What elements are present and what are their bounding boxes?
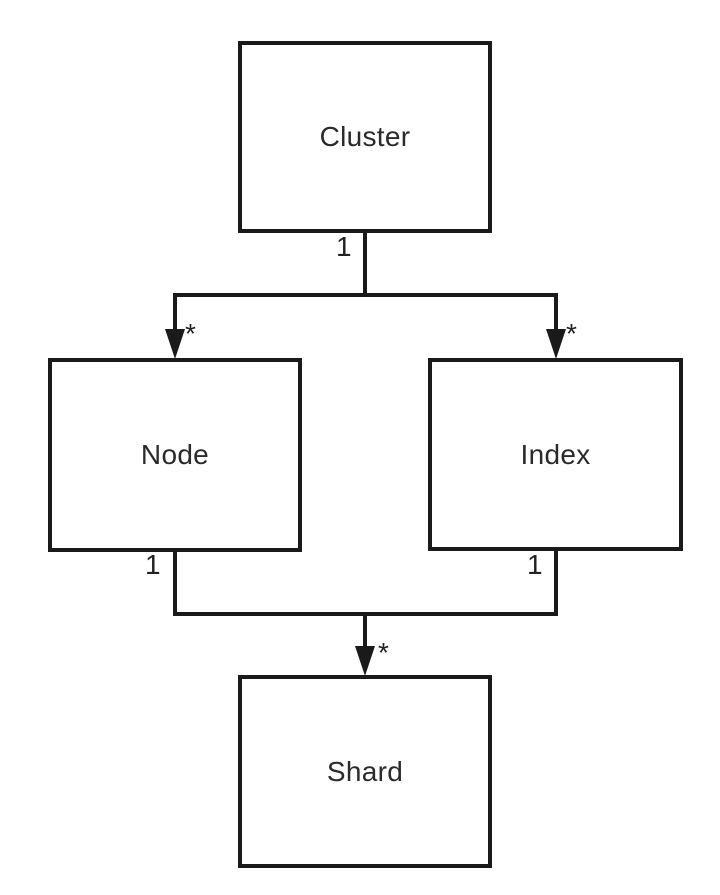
entity-label-shard: Shard <box>326 755 404 787</box>
connector-bottom-tee <box>173 550 558 616</box>
arrowhead-index-icon <box>546 329 566 359</box>
multiplicity-node-source: 1 <box>145 549 161 580</box>
entity-box-index: Index <box>428 358 683 551</box>
connector-top-tee <box>173 293 558 332</box>
multiplicity-index-source: 1 <box>527 549 543 580</box>
multiplicity-shard-target: * <box>378 637 389 668</box>
multiplicity-index-target: * <box>566 318 577 349</box>
entity-box-cluster: Cluster <box>238 41 492 233</box>
arrowhead-shard-icon <box>355 646 375 676</box>
entity-label-node: Node <box>140 439 210 470</box>
entity-box-node: Node <box>48 358 302 552</box>
entity-label-cluster: Cluster <box>319 121 411 152</box>
multiplicity-node-target: * <box>185 318 196 349</box>
entity-label-index: Index <box>520 438 591 470</box>
entity-box-shard: Shard <box>238 675 492 868</box>
arrowhead-node-icon <box>165 329 185 359</box>
multiplicity-cluster-source: 1 <box>336 231 352 262</box>
